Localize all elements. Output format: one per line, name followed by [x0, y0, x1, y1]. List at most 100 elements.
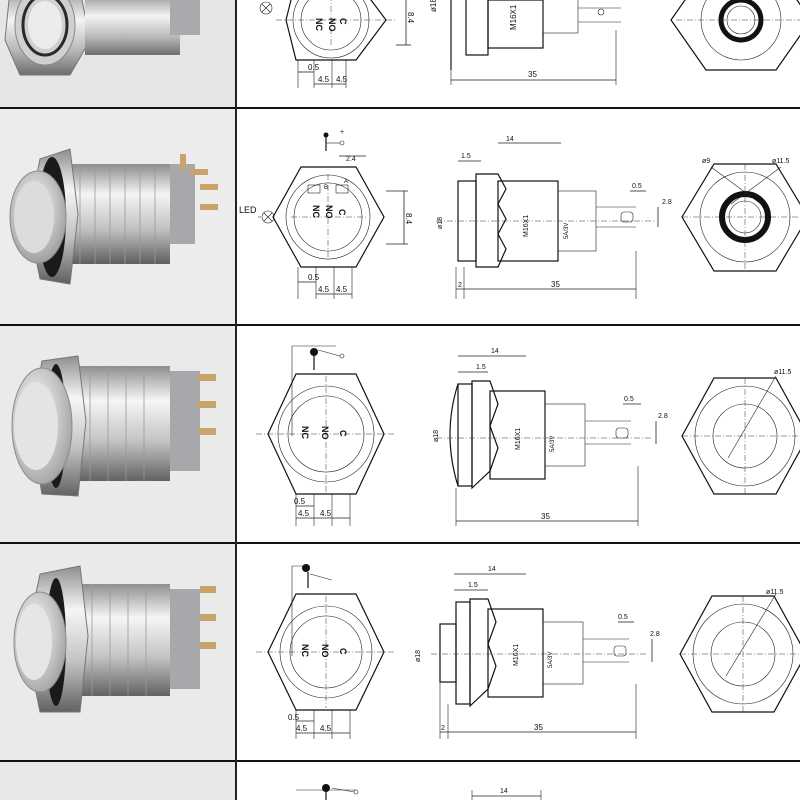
front-view-2: LED + 2.4 [239, 129, 413, 299]
side-view-2: 14 1.5 ø18 M16X1 5A/3V 0.5 [436, 136, 672, 299]
svg-text:35: 35 [541, 512, 550, 521]
svg-text:C: C [338, 430, 348, 437]
svg-text:14: 14 [506, 136, 514, 143]
svg-text:NC: NC [300, 644, 310, 657]
svg-text:M16X1: M16X1 [523, 215, 530, 237]
pushbutton-switch-icon [291, 345, 345, 436]
svg-text:C: C [338, 18, 348, 25]
front-view-3: NC NO C 0.5 4.5 4.5 [256, 345, 396, 526]
svg-text:M16X1: M16X1 [513, 644, 520, 666]
svg-text:A: A [344, 179, 348, 185]
product-photo-5 [0, 762, 236, 800]
row-divider-2 [0, 324, 800, 326]
side-view-4: 14 1.5 ø18 M16X1 5A/3V 0.5 [415, 566, 660, 739]
svg-text:B: B [324, 185, 328, 191]
svg-text:0.5: 0.5 [632, 183, 642, 190]
row-2: LED + 2.4 [0, 109, 800, 324]
svg-text:35: 35 [528, 70, 537, 79]
technical-drawing-3: NC NO C 0.5 4.5 4.5 14 1 [236, 326, 800, 542]
svg-text:ø18: ø18 [437, 217, 444, 229]
svg-text:ø11.5: ø11.5 [774, 369, 791, 376]
technical-drawing-2: LED + 2.4 [236, 109, 800, 324]
pushbutton-switch-icon [296, 784, 359, 800]
svg-text:ø18: ø18 [415, 650, 422, 662]
svg-text:0.5: 0.5 [308, 273, 320, 282]
top-view-1 [670, 0, 800, 71]
svg-text:M16X1: M16X1 [509, 4, 518, 30]
technical-drawing-5: 14 [236, 762, 800, 800]
svg-text:ø11.5: ø11.5 [772, 158, 789, 165]
pushbutton-switch-icon [323, 132, 345, 151]
svg-text:1.5: 1.5 [468, 582, 478, 589]
svg-text:4.5: 4.5 [318, 75, 330, 84]
svg-text:ø9: ø9 [702, 158, 710, 165]
svg-text:C: C [338, 648, 348, 655]
row-divider-4 [0, 760, 800, 762]
svg-text:0.5: 0.5 [294, 497, 306, 506]
svg-text:NO: NO [320, 426, 330, 440]
row-divider-1 [0, 107, 800, 109]
svg-text:1.5: 1.5 [476, 364, 486, 371]
svg-text:14: 14 [488, 566, 496, 573]
row-divider-3 [0, 542, 800, 544]
svg-text:ø18: ø18 [429, 0, 438, 12]
svg-text:4.5: 4.5 [336, 75, 348, 84]
svg-text:8.4: 8.4 [404, 213, 413, 225]
product-photo-3 [0, 326, 236, 542]
led-symbol-icon [261, 210, 275, 224]
svg-text:4.5: 4.5 [298, 509, 310, 518]
product-photo-4 [0, 544, 236, 760]
svg-text:5A/3V: 5A/3V [550, 436, 556, 452]
pushbutton-switch-icon [291, 564, 333, 656]
row-4: NC NO C 0.5 4.5 4.5 14 1 [0, 544, 800, 760]
svg-text:2.8: 2.8 [650, 631, 660, 638]
top-view-3: ø11.5 [681, 369, 800, 495]
svg-text:4.5: 4.5 [320, 509, 332, 518]
column-divider [235, 0, 237, 800]
svg-text:1.5: 1.5 [461, 153, 471, 160]
svg-text:2.8: 2.8 [662, 199, 672, 206]
svg-text:NC: NC [311, 205, 321, 218]
product-photo-2 [0, 109, 236, 324]
svg-text:M16X1: M16X1 [515, 428, 522, 450]
row-1: NC NO C 8.4 0.5 4.5 [0, 0, 800, 108]
svg-text:2.8: 2.8 [658, 413, 668, 420]
svg-text:4.5: 4.5 [336, 285, 348, 294]
top-view-4: ø11.5 [679, 589, 800, 713]
switch-photo-ring-led-high [0, 109, 236, 324]
product-photo-1 [0, 0, 236, 108]
svg-text:8.4: 8.4 [406, 12, 415, 24]
svg-text:0.5: 0.5 [288, 713, 300, 722]
svg-text:35: 35 [534, 723, 543, 732]
svg-text:0.5: 0.5 [624, 396, 634, 403]
svg-text:C: C [337, 209, 347, 216]
switch-photo-flat-head [0, 326, 236, 542]
svg-text:0.5: 0.5 [618, 614, 628, 621]
svg-text:ø18: ø18 [433, 430, 440, 442]
svg-text:NO: NO [324, 205, 334, 219]
top-view-2: ø9 ø11.5 [681, 158, 800, 272]
svg-text:ø11.5: ø11.5 [766, 589, 783, 596]
technical-drawing-1: NC NO C 8.4 0.5 4.5 [236, 0, 800, 108]
svg-text:NO: NO [320, 644, 330, 658]
svg-text:14: 14 [500, 788, 508, 795]
front-view-4: NC NO C 0.5 4.5 4.5 [256, 564, 396, 739]
side-view-3: 14 1.5 ø18 M16X1 5A/3V 0.5 [433, 348, 668, 526]
svg-text:2.4: 2.4 [346, 156, 356, 163]
technical-drawing-4: NC NO C 0.5 4.5 4.5 14 1 [236, 544, 800, 760]
svg-text:NO: NO [327, 18, 337, 32]
row-5: 14 [0, 762, 800, 800]
svg-text:5A/3V: 5A/3V [564, 223, 570, 239]
switch-photo-high-head [0, 544, 236, 760]
svg-text:NC: NC [314, 18, 324, 31]
switch-photo-ring-led [0, 0, 236, 108]
svg-text:+: + [340, 129, 344, 136]
svg-text:4.5: 4.5 [320, 724, 332, 733]
svg-text:NC: NC [300, 426, 310, 439]
svg-text:14: 14 [491, 348, 499, 355]
led-symbol-icon [259, 1, 273, 15]
row-3: NC NO C 0.5 4.5 4.5 14 1 [0, 326, 800, 542]
side-view-1: ø18 M16X1 35 [429, 0, 621, 85]
svg-text:2: 2 [441, 725, 445, 732]
